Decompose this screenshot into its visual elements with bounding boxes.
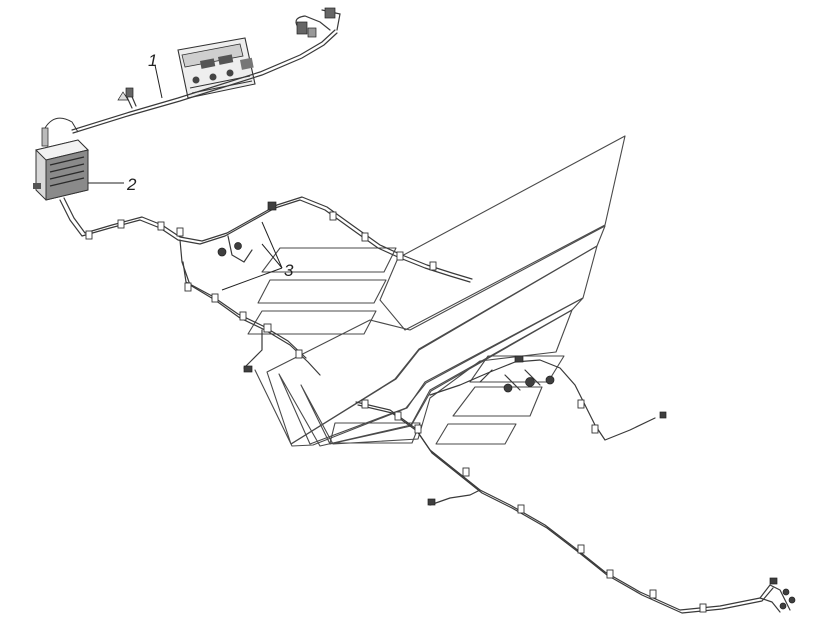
callout-1-label: 1: [148, 51, 157, 70]
callout-3-label: 3: [284, 261, 294, 280]
callout-1: 1: [148, 51, 163, 99]
cab-panel-lower: [278, 297, 584, 447]
grille-slat-7: [329, 422, 421, 444]
callout-2-label: 2: [126, 175, 137, 194]
grille-slat-4: [452, 386, 543, 417]
cab-panel-base: [300, 309, 573, 445]
control-unit: [33, 117, 89, 201]
grille-slat-3: [247, 310, 377, 335]
harness-clips: [85, 211, 707, 613]
grille-slat-6: [435, 423, 517, 445]
upper-connectors: [117, 7, 336, 101]
main-harness: [59, 196, 791, 614]
callout-3: 3: [221, 221, 294, 291]
cab-panel-middle: [254, 245, 598, 447]
harness-connectors: [217, 201, 796, 610]
grille-slat-2: [257, 279, 387, 304]
cab-panel-upper: [266, 225, 606, 445]
cab-outline: [247, 135, 626, 447]
grille-slat-1: [261, 247, 397, 273]
callout-2: 2: [88, 175, 137, 194]
